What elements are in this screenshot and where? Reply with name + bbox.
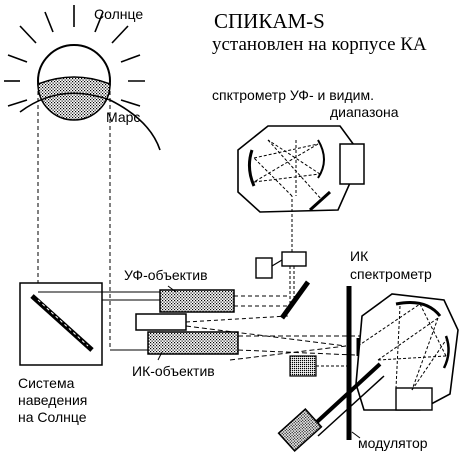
pointing-to-lens-paths [38, 291, 160, 351]
ir-spectrometer-label-2: спектрометр [350, 266, 432, 282]
ir-lens-label: ИК-объектив [132, 363, 215, 379]
title-subtitle: установлен на корпусе КА [212, 34, 427, 55]
modulator-leader [351, 431, 361, 439]
pointing-label-3: на Солнце [18, 409, 87, 425]
ir-detector-box [289, 355, 317, 377]
pointing-label-2: наведения [18, 392, 87, 408]
uv-lens-assembly [135, 289, 235, 331]
ir-spectrometer [355, 293, 459, 411]
uv-lens-label: УФ-объектив [124, 267, 208, 283]
ir-beam [185, 325, 379, 361]
uv-entrance-slit [255, 251, 307, 306]
modulator-assembly [277, 362, 385, 453]
modulator-label: модулятор [358, 435, 428, 451]
uv-vis-spectrometer [237, 125, 365, 252]
sun-pointing-system [19, 282, 103, 366]
uv-lens-leader [167, 285, 177, 293]
ir-lens-assembly [147, 331, 239, 355]
title-main: СПИКАМ-S [214, 9, 325, 33]
ir-spectrometer-label-1: ИК [350, 248, 369, 264]
uv-fold-mirror [279, 280, 311, 320]
uv-beam [185, 295, 290, 323]
solar-beam [37, 84, 111, 350]
mars-label: Марс [106, 109, 140, 125]
uv-vis-spectrometer-label-2: диапазона [330, 104, 399, 120]
ir-lens-leader [157, 351, 163, 361]
uv-vis-spectrometer-label-1: спктрометр УФ- и видим. [212, 87, 374, 103]
pointing-label-1: Система [18, 375, 75, 391]
sun-label: Солнце [94, 6, 143, 22]
mars-disc [37, 76, 111, 121]
